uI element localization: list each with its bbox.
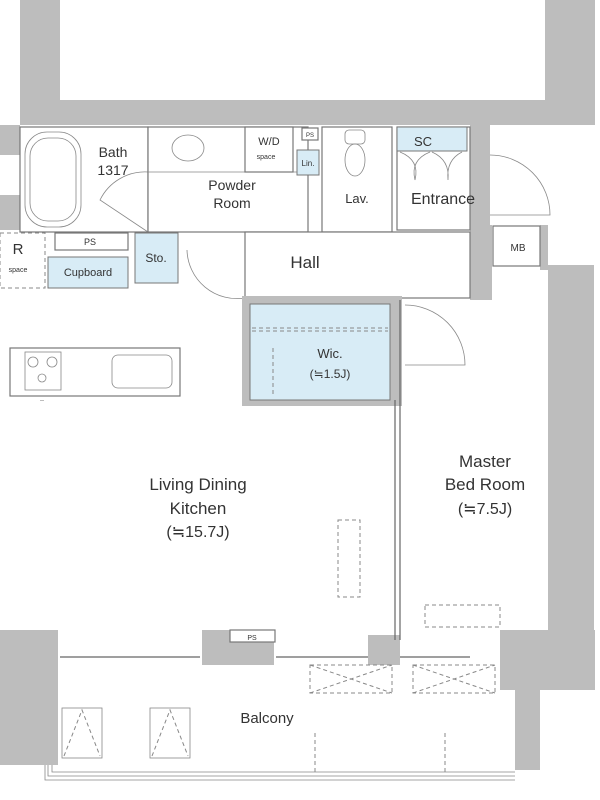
sink-icon xyxy=(171,134,205,162)
balcony-label: Balcony xyxy=(240,710,294,727)
hall-label: Hall xyxy=(290,253,319,272)
balcony-railing xyxy=(44,765,515,781)
bedroom-label-2: Bed Room xyxy=(445,475,525,494)
meter-box xyxy=(492,225,541,267)
wd-sub-label: space xyxy=(257,154,276,161)
bedroom-size: (≒7.5J) xyxy=(458,501,512,518)
entrance-door[interactable] xyxy=(489,154,551,216)
bath-door[interactable] xyxy=(99,171,149,233)
ldk-label-2: Kitchen xyxy=(170,499,227,518)
linen-label: Lin. xyxy=(302,159,315,168)
bathtub-icon xyxy=(24,131,82,228)
kitchen-sink-icon xyxy=(111,354,173,389)
refrigerator-space xyxy=(0,232,46,289)
mb-label: MB xyxy=(511,243,526,254)
toilet-icon xyxy=(344,143,366,177)
hall xyxy=(244,231,471,299)
ldk-size: (≒15.7J) xyxy=(166,524,229,541)
r-sub-label: space xyxy=(9,267,28,274)
lavatory xyxy=(321,126,393,233)
wic-label: Wic. xyxy=(317,346,342,361)
powder-room-label-1: Powder xyxy=(208,177,256,193)
wd-space xyxy=(244,126,294,173)
sc-label: SC xyxy=(414,134,432,149)
ps-top xyxy=(301,127,319,141)
ps-top-label: PS xyxy=(306,133,314,139)
lav-label: Lav. xyxy=(345,191,369,206)
bedroom-label-1: Master xyxy=(459,452,511,471)
storage xyxy=(134,232,179,284)
ps-mid xyxy=(54,232,129,251)
powder-room-label-2: Room xyxy=(213,195,250,211)
linen-closet xyxy=(296,149,320,176)
bath-size: 1317 xyxy=(97,162,128,178)
wic-size: (≒1.5J) xyxy=(310,367,351,381)
ac-unit-ldk xyxy=(337,519,361,598)
storage-door[interactable] xyxy=(186,249,246,299)
bath-room xyxy=(19,126,149,233)
walls xyxy=(0,0,595,770)
ldk-label-1: Living Dining xyxy=(149,475,246,494)
cupboard xyxy=(47,256,129,289)
bedroom-door[interactable] xyxy=(404,304,466,366)
ac-unit-bedroom xyxy=(424,604,501,628)
bath-label: Bath xyxy=(99,144,128,160)
ps-bottom xyxy=(229,629,276,643)
entrance-label: Entrance xyxy=(411,191,475,208)
stove-icon xyxy=(24,351,62,391)
ps-mid-label: PS xyxy=(84,237,96,247)
cupboard-label: Cupboard xyxy=(64,267,112,279)
storage-label: Sto. xyxy=(145,251,166,265)
r-label: R xyxy=(13,241,24,258)
shoe-cabinet xyxy=(396,126,468,152)
ps-bottom-label: PS xyxy=(247,635,257,642)
wd-label: W/D xyxy=(258,136,279,148)
